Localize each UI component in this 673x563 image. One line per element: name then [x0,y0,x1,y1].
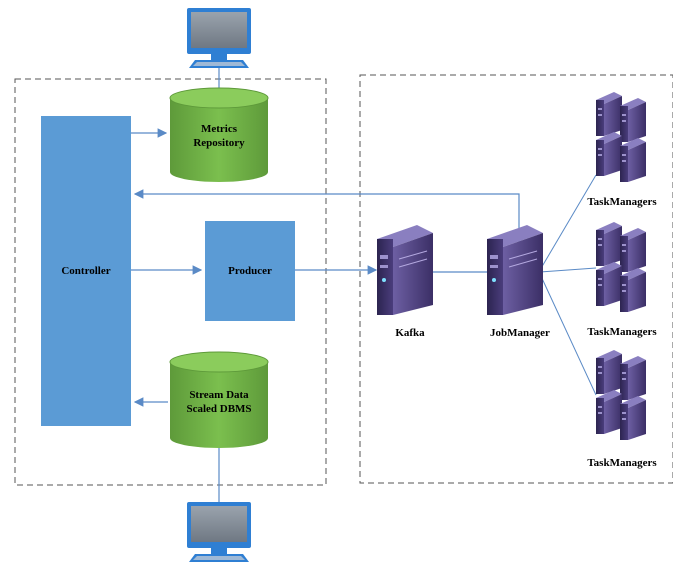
stream-dbms-label-line1: Stream Data [189,389,249,401]
stream-dbms-label: Stream Data Scaled DBMS [170,388,268,416]
jobmanager-to-taskmanagers-1-link [539,174,597,271]
producer-label: Producer [228,265,272,277]
taskmanagers-3-server-cluster-icon [596,350,646,440]
metrics-repository-label-line1: Metrics [200,123,238,135]
taskmanagers-3-label: TaskManagers [587,457,657,469]
jobmanager-server-tower-icon [486,224,544,316]
jobmanager-label: JobManager [490,327,550,339]
kafka-label: Kafka [395,327,425,339]
jobmanager-to-taskmanagers-3-link [539,273,597,396]
taskmanagers-1-server-cluster-icon [596,92,646,182]
producer-box: Producer [205,221,295,321]
metrics-repository-database-cylinder-icon [169,87,269,182]
metrics-repository-label: Metrics Repository [170,122,268,150]
stream-dbms-database-cylinder-icon [169,351,269,448]
taskmanagers-2-server-cluster-icon [596,222,646,312]
top-computer-monitor-icon [187,8,251,68]
jobmanager-to-taskmanagers-2-link [539,267,597,273]
taskmanagers-1-label: TaskManagers [587,196,657,208]
taskmanagers-2-label: TaskManagers [587,326,657,338]
bottom-computer-monitor-icon [187,502,251,562]
jobmanager-to-controller-arrow [133,189,520,258]
left-region-border [14,78,327,486]
metrics-repository-label-line2: Repository [193,137,245,149]
controller-label: Controller [61,265,111,277]
controller-box: Controller [41,116,131,426]
stream-dbms-label-line2: Scaled DBMS [186,403,252,415]
kafka-server-tower-icon [376,224,434,316]
